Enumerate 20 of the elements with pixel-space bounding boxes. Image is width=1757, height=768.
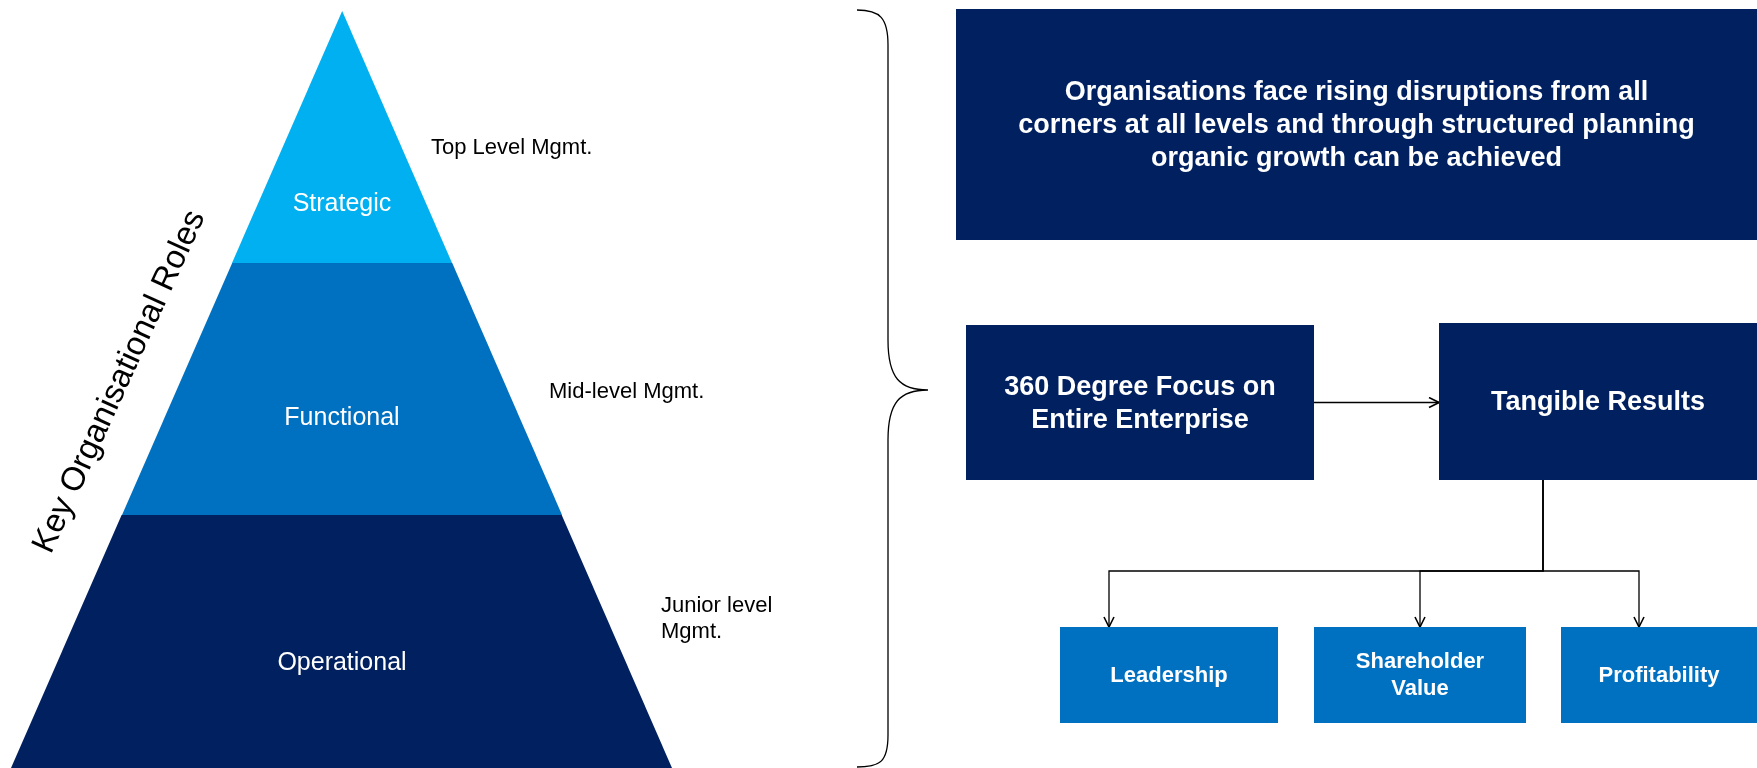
box-text: Leadership [1110,661,1228,689]
text-box [956,9,1757,240]
tier-label: Operational [277,646,407,676]
level-label: Mid-level Mgmt. [549,378,706,404]
text-box [1314,627,1526,723]
arrow [1313,396,1440,409]
text-box [1439,323,1757,480]
arrow [1542,479,1645,628]
level-label: Junior level Mgmt. [661,592,774,644]
box-text: 360 Degree Focus on Entire Enterprise [1003,369,1277,436]
tier-label: Strategic [292,187,392,217]
text-box [966,325,1314,480]
text-box [1561,627,1757,723]
box-text: Shareholder Value [1354,648,1486,702]
box-text: Organisations face rising disruptions from all corners at all levels and through structured planning organic growth can be achieved [1017,75,1696,174]
text-box [1060,627,1278,723]
box-text: Profitability [1598,661,1720,689]
level-label: Top Level Mgmt. [431,134,594,160]
tier-label: Functional [284,401,400,431]
box-text: Tangible Results [1490,385,1705,418]
